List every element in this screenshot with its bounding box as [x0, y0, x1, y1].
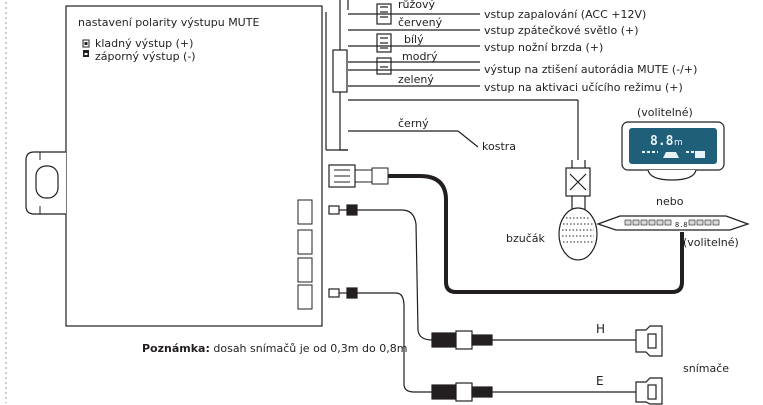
sensors-label: snímače	[683, 362, 729, 375]
harness	[325, 0, 579, 160]
wire-signal-label: vstup na aktivaci učícího režimu (+)	[484, 81, 683, 94]
lcd-display: (volitelné) 8.8 m	[621, 106, 725, 181]
or-label: nebo	[656, 195, 684, 208]
option-negative-label: záporný výstup (-)	[95, 50, 196, 63]
mounting-bracket	[25, 151, 66, 215]
port-4	[297, 284, 313, 310]
display-cable	[328, 164, 684, 294]
wire-signal-label: kostra	[482, 140, 516, 153]
wire-color-label: černý	[398, 117, 429, 130]
polarity-title: nastavení polarity výstupu MUTE	[78, 16, 259, 29]
port-2	[297, 229, 313, 255]
display-optional-label: (volitelné)	[637, 106, 693, 119]
display-readout: 8.8	[650, 134, 674, 149]
note-text: dosah snímačů je od 0,3m do 0,8m	[209, 342, 408, 355]
port-3	[297, 257, 313, 283]
note-title: Poznámka:	[142, 342, 210, 355]
sensor-h	[431, 325, 663, 357]
display-unit: m	[674, 138, 683, 148]
wire-color-label: červený	[398, 16, 443, 29]
bar-optional-label: (volitelné)	[683, 236, 739, 249]
wire-signal-label: výstup na ztišení autorádia MUTE (-/+)	[484, 63, 697, 76]
wire-color-label: zelený	[398, 73, 434, 86]
buzzer-label: bzučák	[506, 232, 546, 245]
wire-color-label: modrý	[402, 50, 438, 63]
display-stand	[647, 169, 697, 181]
sensor-e-label: E	[596, 374, 604, 388]
port-1	[297, 199, 313, 225]
wire-signal-label: vstup zapalování (ACC +12V)	[484, 8, 646, 21]
option-positive-label: kladný výstup (+)	[95, 37, 193, 50]
sensor-h-label: H	[596, 322, 605, 336]
buzzer	[558, 160, 598, 261]
range-note: Poznámka: dosah snímačů je od 0,3m do 0,…	[142, 342, 407, 355]
control-unit	[25, 5, 323, 327]
wire-color-label: bílý	[404, 33, 424, 46]
wire-signal-label: vstup zpátečkové světlo (+)	[484, 24, 639, 37]
car-icon	[663, 152, 679, 158]
indicator-icon	[695, 151, 705, 158]
control-unit-body	[65, 5, 323, 327]
bar-readout: 8.8	[675, 221, 688, 229]
sensor-e	[431, 377, 663, 405]
wire-color-label: růžový	[398, 0, 436, 11]
wire-signal-label: vstup nožní brzda (+)	[484, 41, 603, 54]
sensor-cables	[328, 204, 433, 393]
bar-display: 8.8	[596, 215, 750, 231]
mounting-slot	[35, 165, 59, 199]
